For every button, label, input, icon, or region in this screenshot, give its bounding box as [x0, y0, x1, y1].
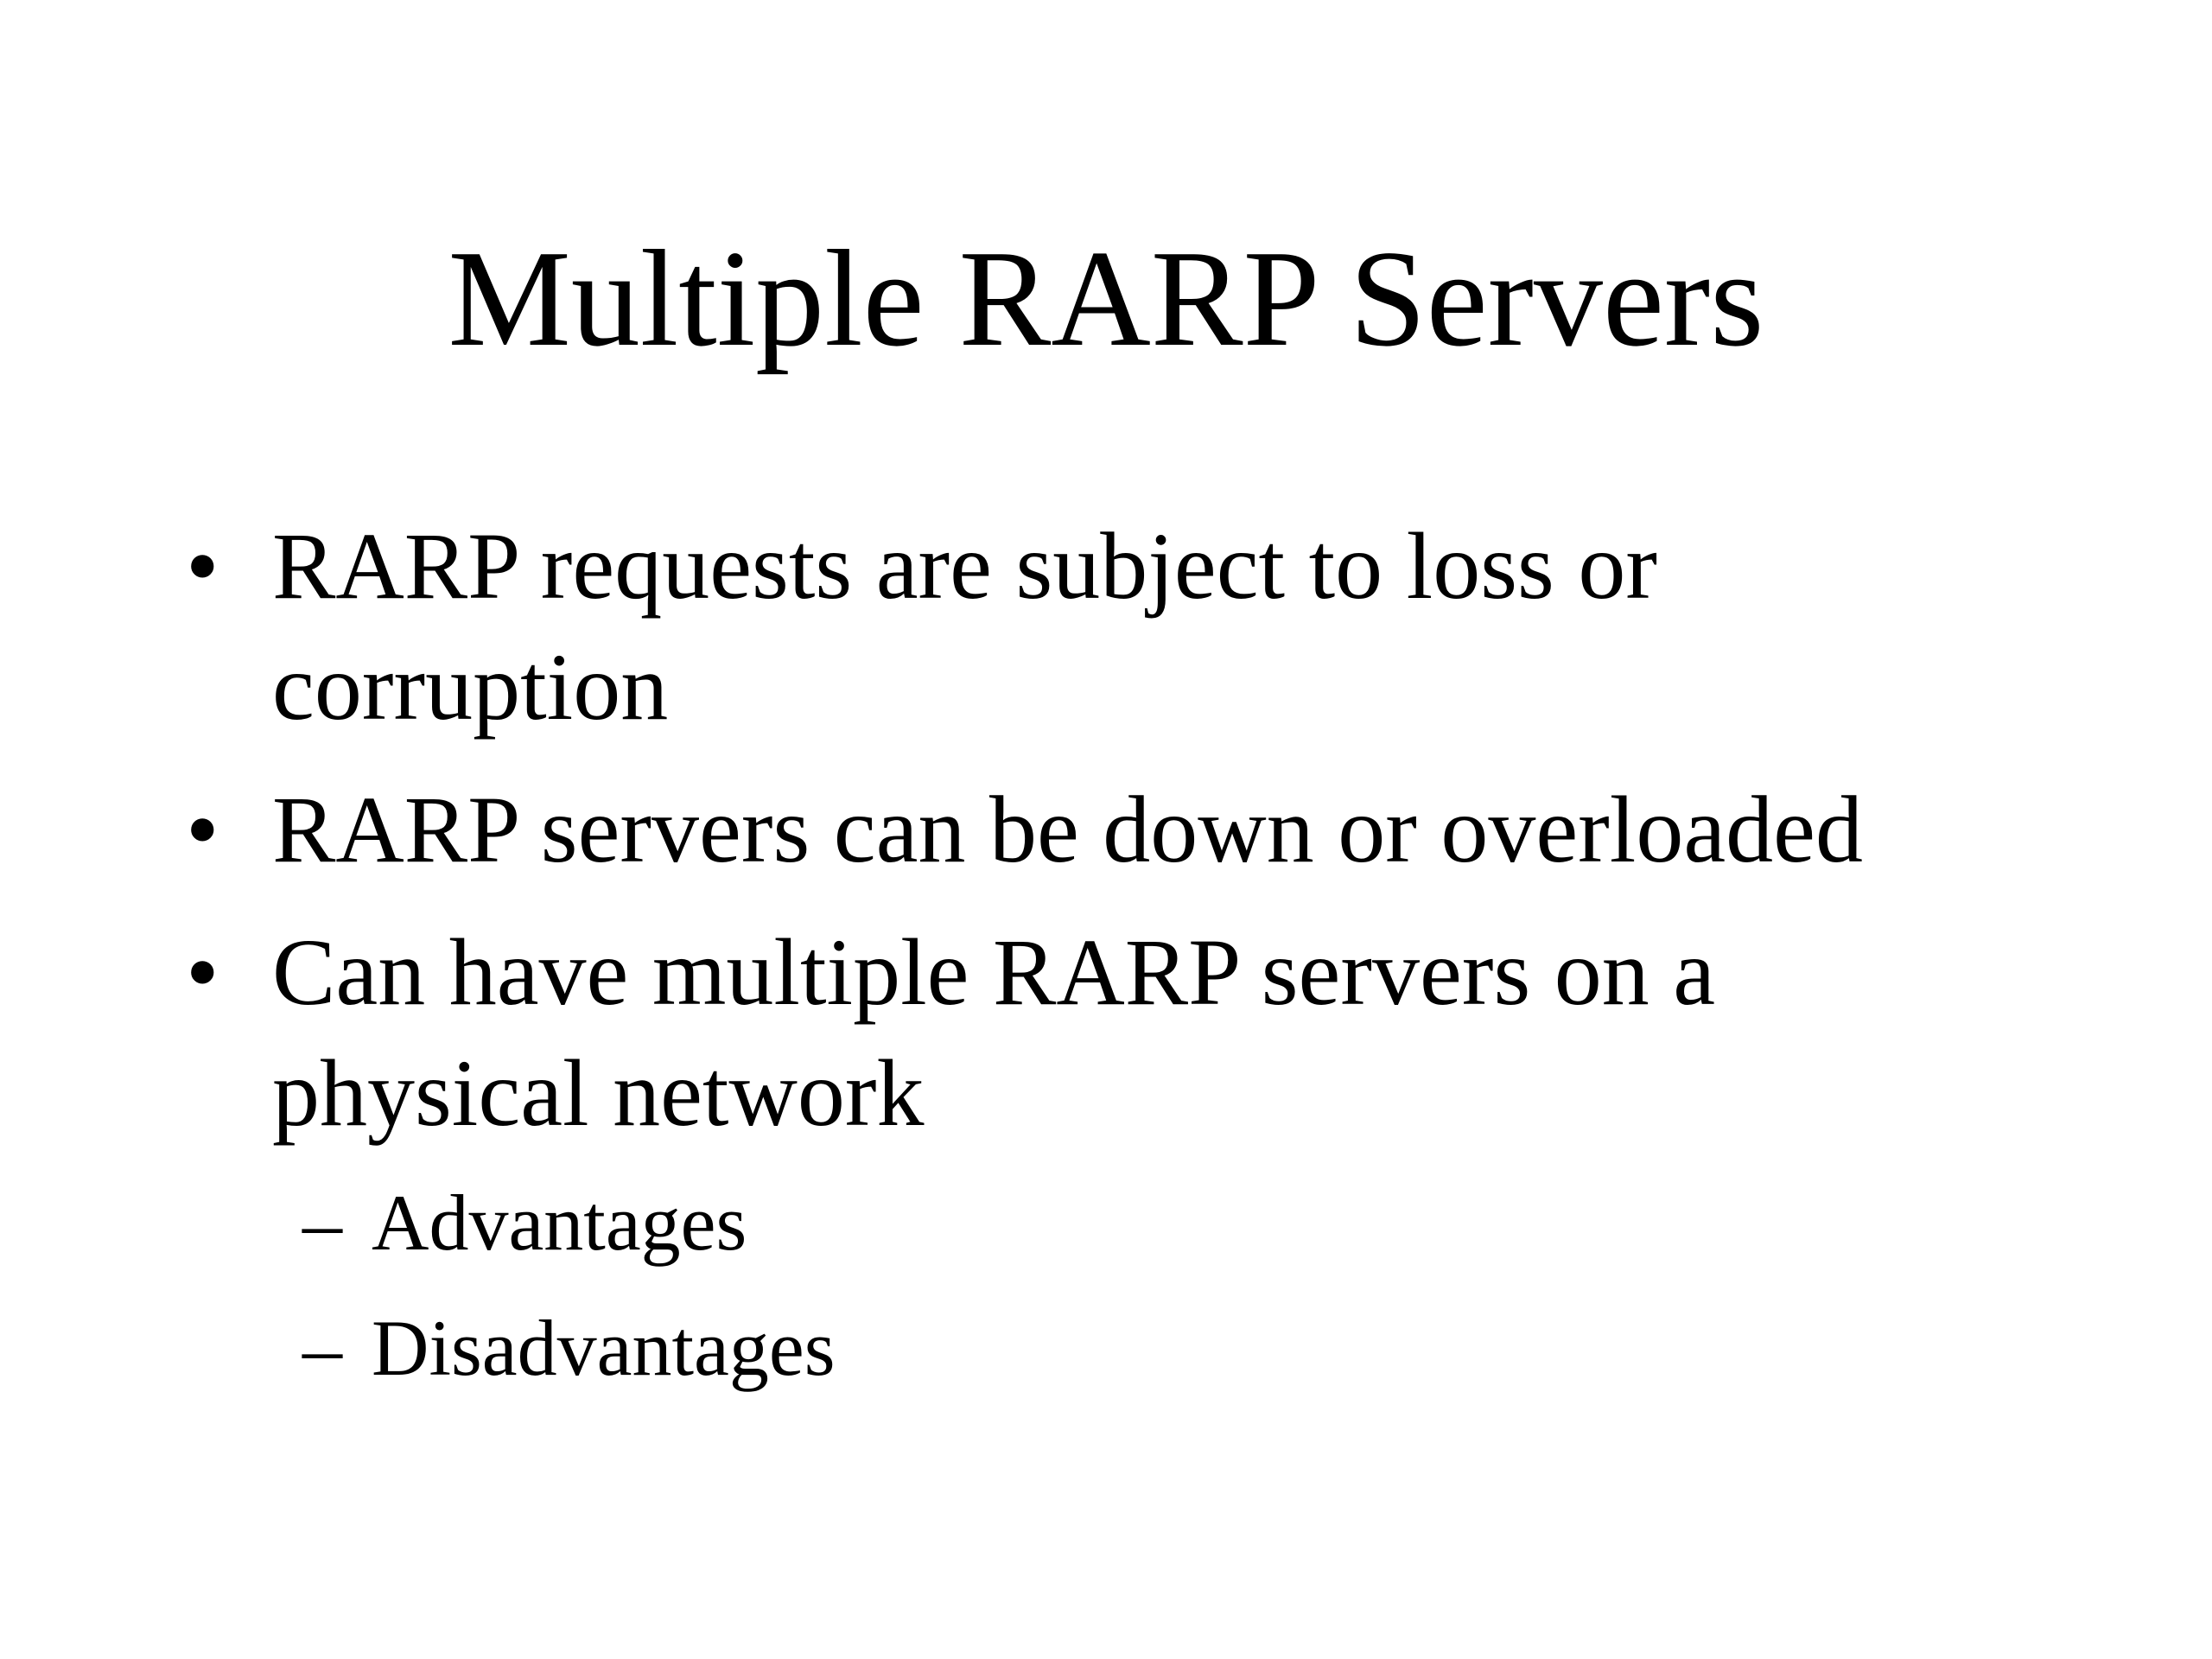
slide-title: Multiple RARP Servers — [448, 221, 1764, 375]
bullet-line: Can have multiple RARP servers on a — [272, 919, 1716, 1025]
bullet-line: corruption — [272, 634, 669, 740]
bullet-line: RARP servers can be down or overloaded — [272, 777, 1863, 882]
bullet-marker: • — [186, 919, 219, 1025]
bullet-marker: • — [186, 513, 219, 619]
sub-bullet-marker: – — [302, 1179, 342, 1267]
bullet-text: RARP servers can be down or overloaded — [272, 769, 1863, 890]
bullet-marker: • — [186, 777, 219, 882]
bullet-text: RARP requests are subject to loss or cor… — [272, 505, 1657, 747]
sub-bullet-text: Advantages — [372, 1179, 747, 1267]
sub-bullet-text: Disadvantages — [372, 1304, 836, 1392]
bullet-line: physical network — [272, 1040, 925, 1146]
sub-bullet-marker: – — [302, 1304, 342, 1392]
bullet-line: RARP requests are subject to loss or — [272, 513, 1657, 619]
bullet-text: Can have multiple RARP servers on a phys… — [272, 912, 1715, 1154]
